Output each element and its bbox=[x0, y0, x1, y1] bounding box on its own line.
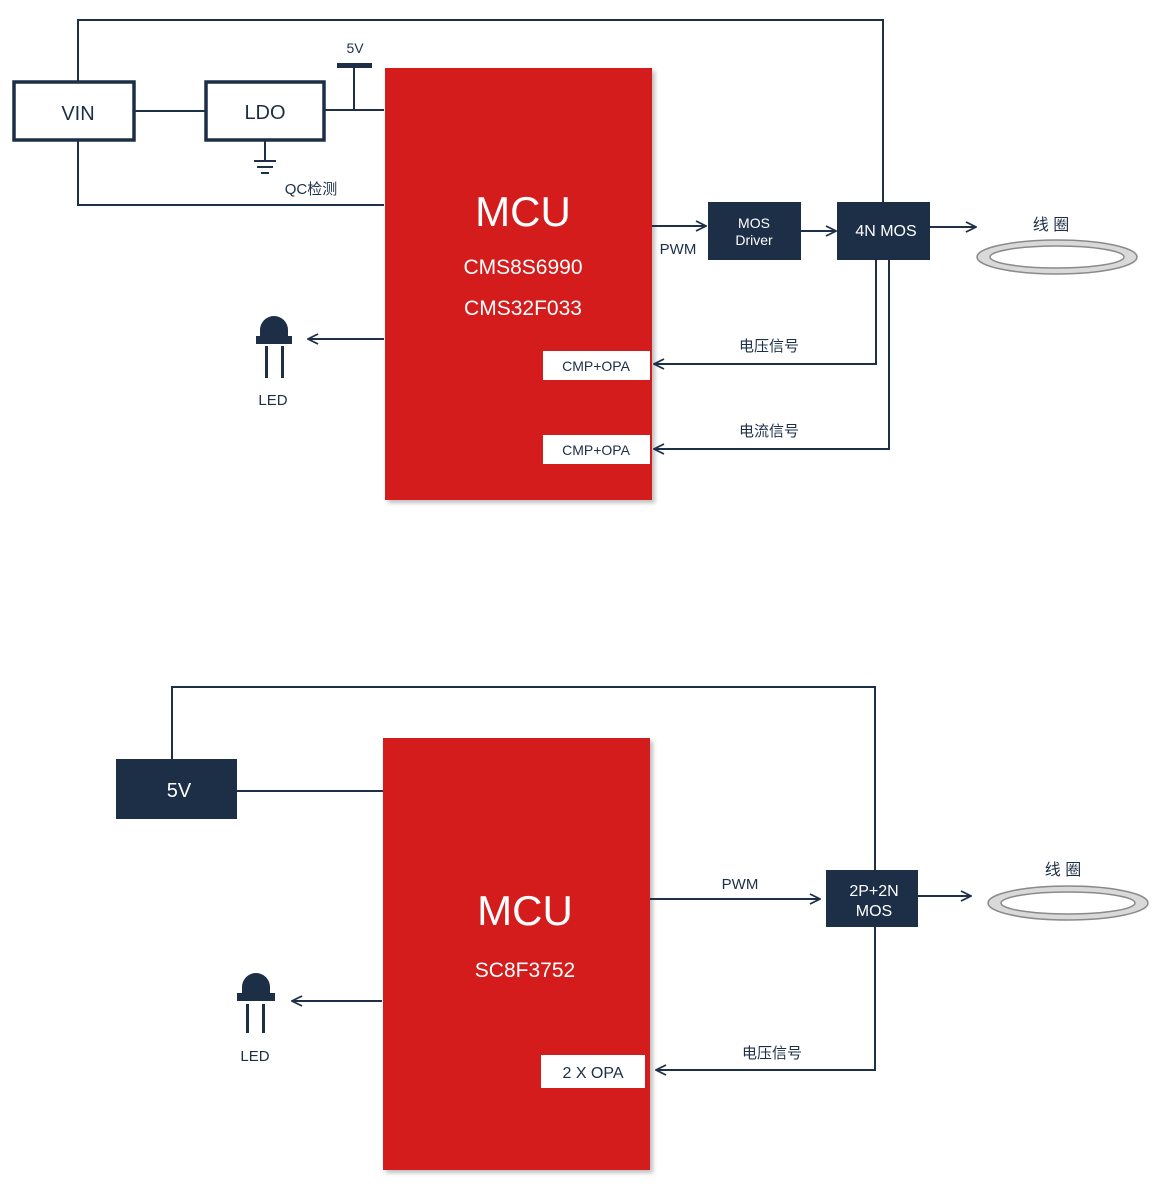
diagram-1: VIN LDO 5V QC检测 MCU CMS8S6990 CMS32F033 … bbox=[12, 19, 1138, 500]
vin-to-mos-wire bbox=[77, 19, 884, 202]
4n-mos-label: 4N MOS bbox=[855, 223, 916, 240]
mcu-part-2: CMS32F033 bbox=[464, 297, 582, 320]
mos-driver-label-1: MOS bbox=[738, 215, 770, 231]
diagram-2: 5V MCU SC8F3752 2 X OPA PWM 2P+2N MOS 线 … bbox=[116, 686, 1149, 1170]
5v-label: 5V bbox=[346, 40, 364, 56]
opa-box bbox=[541, 1055, 645, 1088]
4n-mos-box bbox=[837, 202, 930, 260]
mos-driver-box bbox=[708, 202, 801, 260]
led-label-2: LED bbox=[240, 1048, 269, 1065]
led-icon bbox=[256, 316, 292, 378]
current-signal-label: 电流信号 bbox=[739, 423, 799, 440]
voltage-signal-label-2: 电压信号 bbox=[742, 1045, 802, 1062]
voltage-signal-label: 电压信号 bbox=[739, 338, 799, 355]
voltage-signal-wire-2 bbox=[656, 927, 876, 1070]
2p2n-mos-box bbox=[826, 870, 918, 927]
pwm-label-2: PWM bbox=[722, 876, 759, 893]
led-icon-2 bbox=[237, 973, 275, 1033]
current-signal-wire bbox=[654, 260, 890, 449]
opa-label: 2 X OPA bbox=[562, 1065, 623, 1082]
coil-label: 线 圈 bbox=[1033, 216, 1069, 234]
ground-icon bbox=[254, 140, 276, 174]
mcu-title: MCU bbox=[475, 188, 571, 235]
mcu-part-1: CMS8S6990 bbox=[463, 256, 582, 279]
5v-box-label: 5V bbox=[167, 780, 192, 802]
cmp-opa-label-1: CMP+OPA bbox=[562, 358, 630, 374]
coil-label-2: 线 圈 bbox=[1045, 861, 1081, 879]
ldo-label: LDO bbox=[244, 102, 285, 124]
qc-detect-wire bbox=[77, 140, 384, 206]
cmp-opa-label-2: CMP+OPA bbox=[562, 442, 630, 458]
coil-icon-2 bbox=[987, 885, 1149, 921]
mcu-block-2 bbox=[383, 738, 650, 1170]
5v-box bbox=[116, 759, 237, 819]
cmp-opa-box-2 bbox=[543, 435, 650, 464]
5v-rail-bar bbox=[337, 63, 372, 68]
2p2n-mos-label-1: 2P+2N bbox=[849, 883, 898, 900]
mcu-part-2-label: SC8F3752 bbox=[475, 959, 575, 982]
mos-driver-label-2: Driver bbox=[735, 232, 773, 248]
cmp-opa-box-1 bbox=[543, 351, 650, 380]
qc-detect-label: QC检测 bbox=[285, 181, 338, 198]
2p2n-mos-label-2: MOS bbox=[856, 903, 892, 920]
ldo-box bbox=[204, 80, 326, 142]
led-label: LED bbox=[258, 392, 287, 409]
coil-icon bbox=[976, 239, 1138, 275]
mcu-block bbox=[385, 68, 652, 500]
mcu-title-2: MCU bbox=[477, 887, 573, 934]
pwm-label: PWM bbox=[660, 241, 697, 258]
vin-box bbox=[12, 80, 136, 142]
5v-to-mos-wire bbox=[171, 686, 876, 870]
voltage-signal-wire bbox=[654, 260, 877, 364]
vin-label: VIN bbox=[61, 103, 94, 125]
